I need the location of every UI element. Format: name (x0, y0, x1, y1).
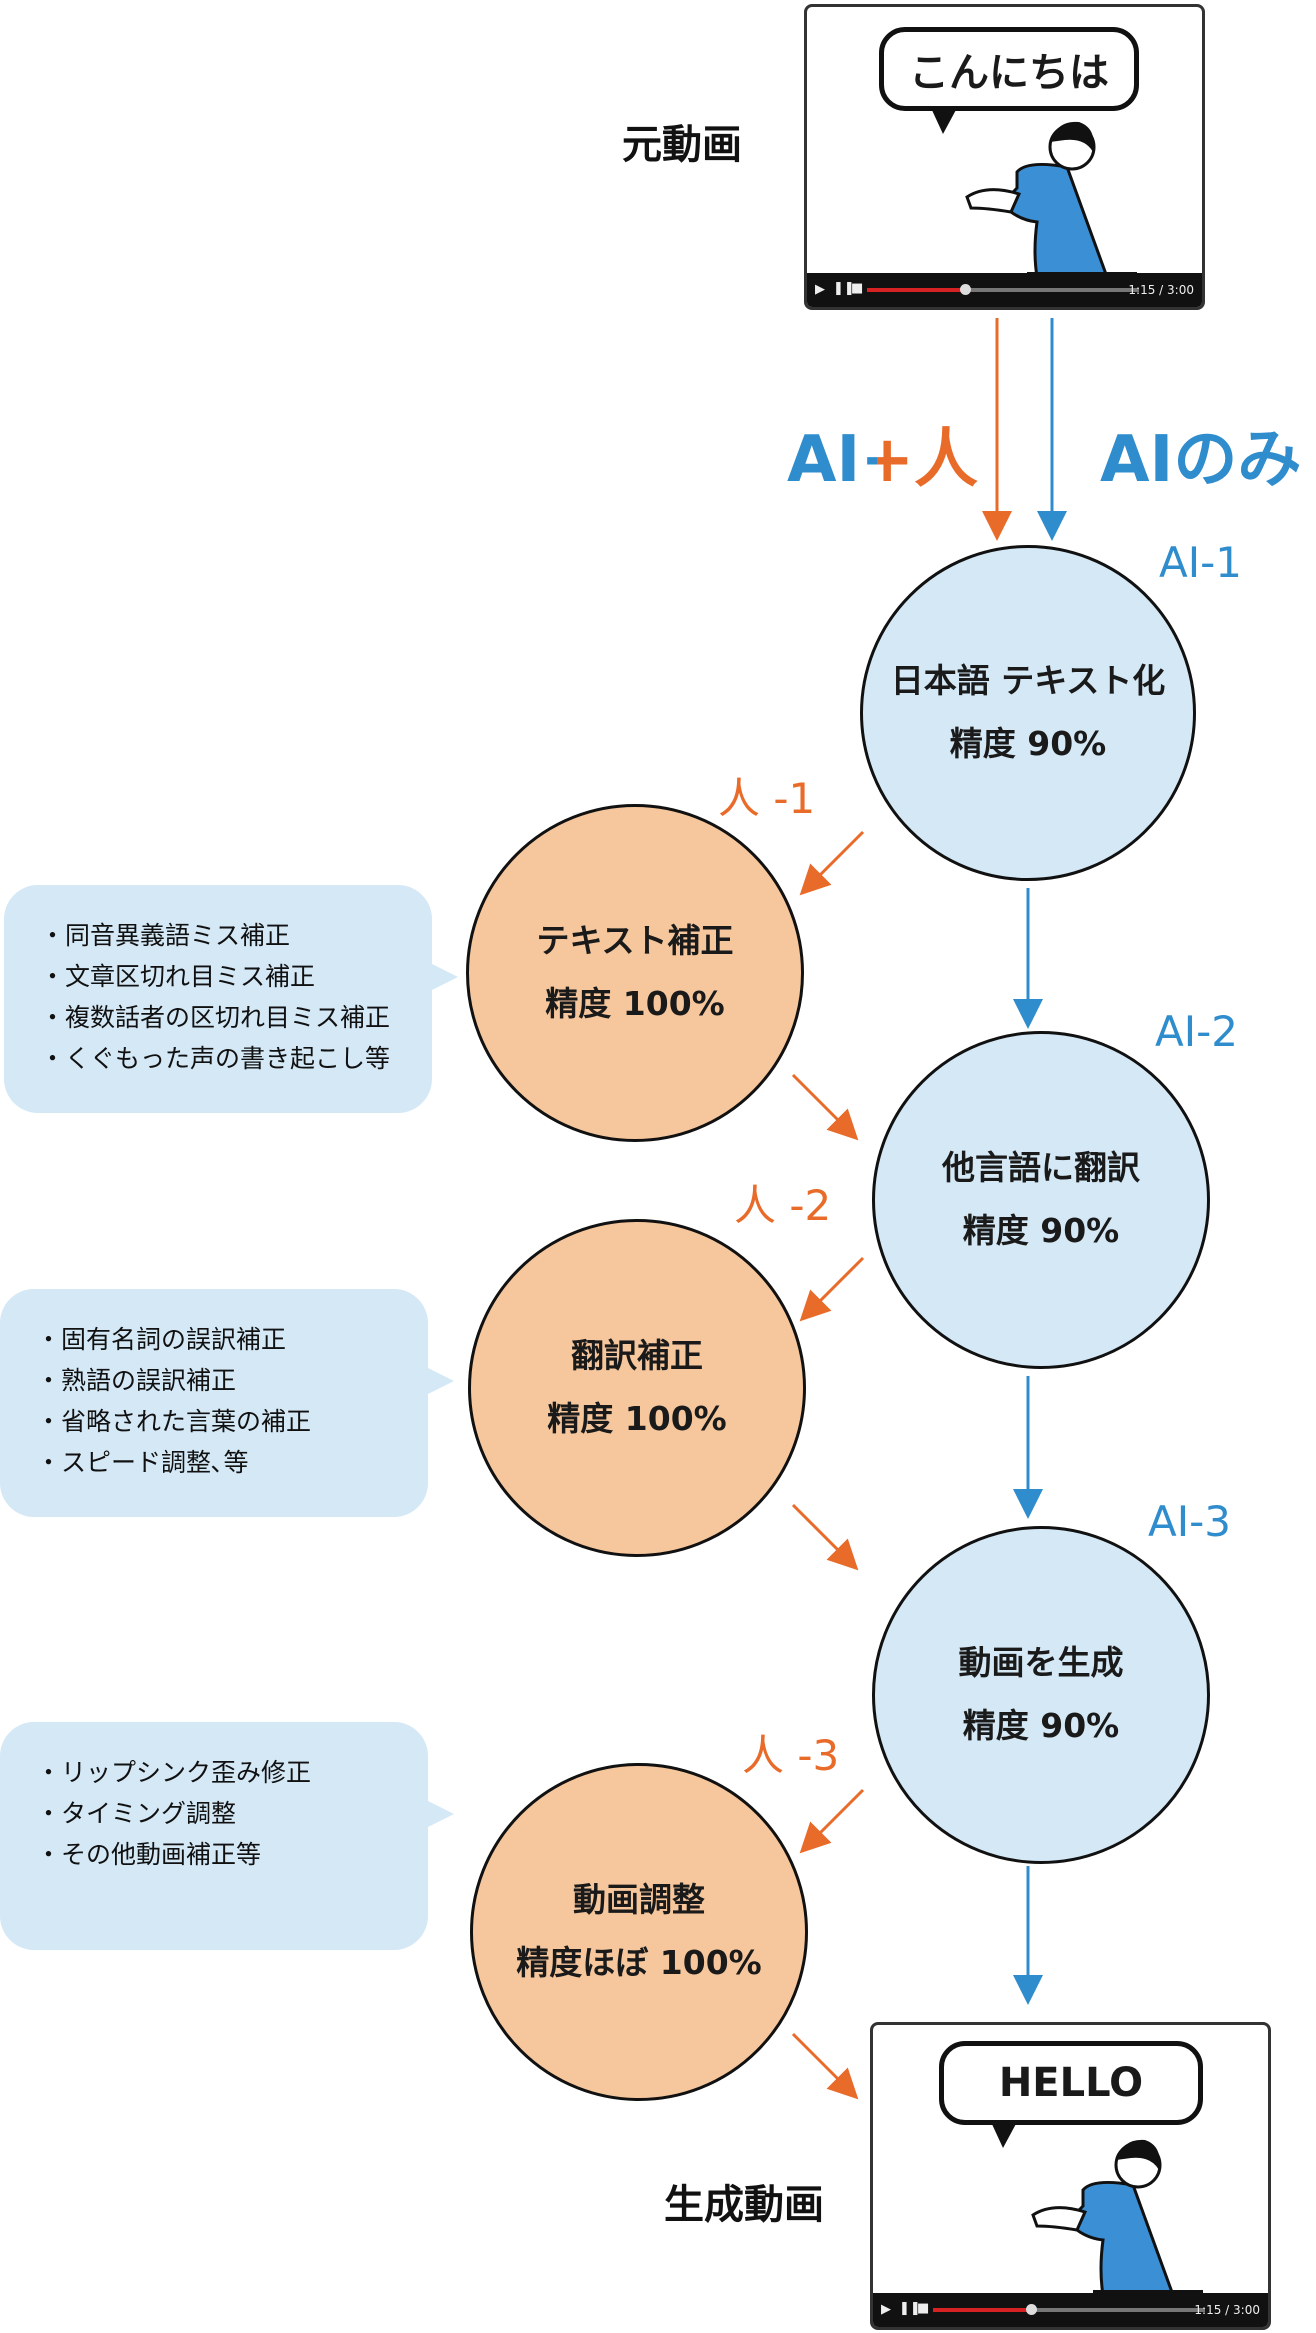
human-step-2-title: 翻訳補正 (571, 1336, 703, 1376)
human-step-3-accuracy: 精度ほぼ 100% (516, 1943, 762, 1982)
source-video-label: 元動画 (622, 122, 742, 168)
arrow-ai2-to-human2 (799, 1256, 865, 1322)
note-item: ・複数話者の区切れ目ミス補正 (40, 1003, 391, 1032)
ai-step-1-accuracy: 精度 90% (949, 724, 1107, 763)
arrow-human3-to-output (791, 2032, 859, 2100)
output-video-thumbnail[interactable]: HELLO ▶ ❚❚ ■ 1:15 / 3:00 (870, 2022, 1271, 2330)
human-step-3-notes: ・リップシンク歪み修正 ・タイミング調整 ・その他動画補正等 (0, 1722, 454, 1950)
speech-bubble-tail (991, 2122, 1017, 2148)
human-step-2-accuracy: 精度 100% (547, 1399, 727, 1438)
ai-step-3: 動画を生成 精度 90% (872, 1526, 1210, 1864)
progress-handle[interactable] (1025, 2304, 1037, 2315)
ai-step-2-accuracy: 精度 90% (962, 1211, 1120, 1250)
ai-step-3-title: 動画を生成 (958, 1643, 1124, 1683)
note-item: ・くぐもった声の書き起こし等 (40, 1044, 391, 1073)
note-item: ・省略された言葉の補正 (36, 1407, 312, 1436)
human-step-1-notes: ・同音異義語ミス補正 ・文章区切れ目ミス補正 ・複数話者の区切れ目ミス補正 ・く… (4, 885, 458, 1113)
video-time: 1:15 / 3:00 (1194, 2303, 1260, 2317)
ai-step-1: 日本語 テキスト化 精度 90% (860, 545, 1196, 881)
callout-tail (426, 1367, 454, 1395)
note-item: ・リップシンク歪み修正 (36, 1758, 312, 1787)
arrow-ai1-to-human1 (799, 830, 865, 896)
human-step-3-id: 人 -3 (742, 1731, 840, 1780)
ai-step-1-title: 日本語 テキスト化 (890, 661, 1166, 701)
human-step-2-notes: ・固有名詞の誤訳補正 ・熟語の誤訳補正 ・省略された言葉の補正 ・スピード調整､… (0, 1289, 454, 1517)
note-item: ・タイミング調整 (36, 1799, 237, 1828)
ai-step-3-id: AI-3 (1148, 1497, 1231, 1546)
output-video-label: 生成動画 (664, 2182, 824, 2228)
progress-handle[interactable] (959, 284, 971, 295)
note-item: ・熟語の誤訳補正 (36, 1366, 237, 1395)
source-video-thumbnail[interactable]: こんにちは ▶ ❚❚ ■ 1:15 / 3:00 (804, 4, 1205, 310)
human-step-2-id: 人 -2 (734, 1181, 832, 1230)
pause-icon[interactable]: ❚❚ (899, 2301, 921, 2316)
progress-fill (867, 288, 965, 292)
speech-bubble-tail (931, 108, 957, 134)
speech-text: こんにちは (909, 50, 1109, 96)
path-label-ai-human-text: AI+人 (787, 423, 978, 497)
human-step-1-title: テキスト補正 (536, 921, 734, 961)
note-item: ・固有名詞の誤訳補正 (36, 1325, 287, 1354)
ai-step-2-title: 他言語に翻訳 (942, 1148, 1140, 1188)
ai-step-1-id: AI-1 (1159, 538, 1242, 587)
note-item: ・その他動画補正等 (36, 1840, 262, 1869)
callout-tail (426, 1800, 454, 1828)
pause-icon[interactable]: ❚❚ (833, 281, 855, 296)
play-icon[interactable]: ▶ (815, 282, 825, 297)
note-item: ・文章区切れ目ミス補正 (40, 962, 316, 991)
person-illustration (1031, 2139, 1203, 2300)
path-label-ai-only: AIのみ (1100, 423, 1302, 497)
human-step-1-id: 人 -1 (718, 774, 816, 823)
ai-step-3-accuracy: 精度 90% (962, 1706, 1120, 1745)
arrow-ai3-to-human3 (799, 1788, 865, 1854)
speech-bubble: こんにちは (879, 27, 1139, 111)
stop-icon[interactable]: ■ (917, 2301, 930, 2316)
human-step-1-accuracy: 精度 100% (545, 984, 725, 1023)
callout-tail (430, 963, 458, 991)
speech-text: HELLO (998, 2060, 1144, 2106)
note-item: ・スピード調整､等 (36, 1448, 249, 1477)
video-time: 1:15 / 3:00 (1128, 283, 1194, 297)
arrow-human1-to-ai2 (791, 1073, 859, 1141)
progress-track[interactable] (867, 284, 1139, 295)
ai-step-2: 他言語に翻訳 精度 90% (872, 1031, 1210, 1369)
ai-step-2-id: AI-2 (1155, 1007, 1238, 1056)
person-illustration (965, 121, 1137, 282)
stop-icon[interactable]: ■ (851, 281, 864, 296)
note-item: ・同音異義語ミス補正 (40, 921, 291, 950)
progress-track[interactable] (933, 2304, 1205, 2315)
human-step-3-title: 動画調整 (573, 1880, 705, 1920)
human-step-2: 翻訳補正 精度 100% (468, 1219, 806, 1557)
path-label-ai-human: AI+人 (787, 408, 978, 500)
play-icon[interactable]: ▶ (881, 2302, 891, 2317)
speech-bubble: HELLO (939, 2041, 1203, 2125)
video-controls[interactable]: ▶ ❚❚ ■ 1:15 / 3:00 (873, 2293, 1268, 2327)
human-step-1: テキスト補正 精度 100% (466, 804, 804, 1142)
human-step-3: 動画調整 精度ほぼ 100% (470, 1763, 808, 2101)
arrow-human2-to-ai3 (791, 1503, 859, 1571)
video-controls[interactable]: ▶ ❚❚ ■ 1:15 / 3:00 (807, 273, 1202, 307)
progress-fill (933, 2308, 1031, 2312)
